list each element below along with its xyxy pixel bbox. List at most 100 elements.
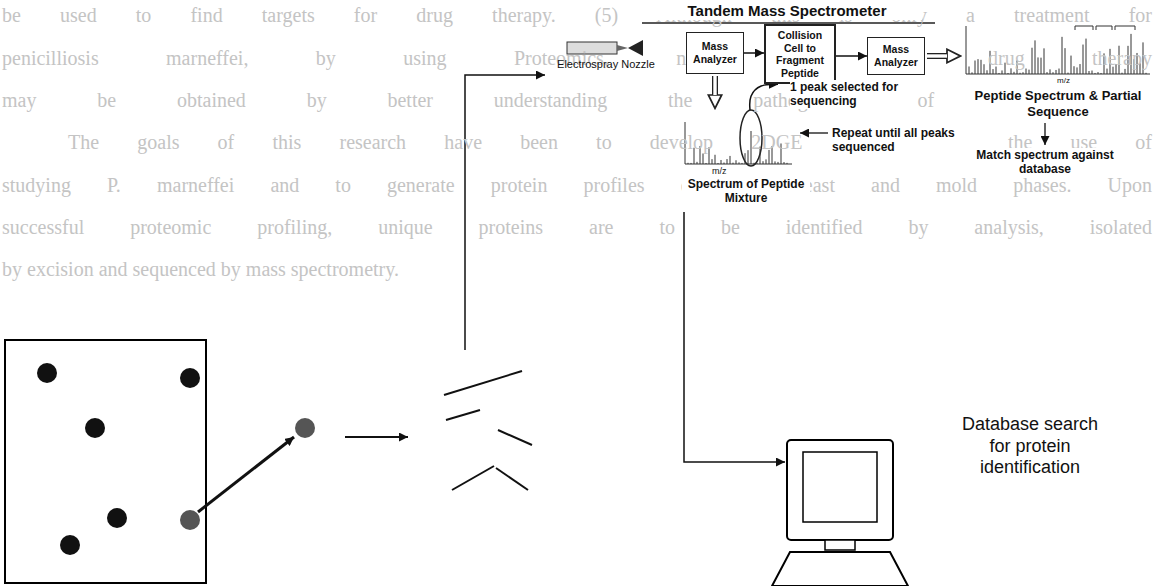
peak — [1089, 71, 1090, 74]
peak — [766, 159, 767, 164]
peak — [787, 163, 788, 164]
gel-spot — [107, 508, 127, 528]
axis-label: m/z — [1057, 76, 1070, 86]
peak — [724, 163, 725, 164]
peak — [1107, 69, 1108, 74]
step-note: Repeat until all peaks sequenced — [832, 126, 972, 155]
sequence-brackets — [1075, 26, 1135, 30]
spectrum-axis — [966, 74, 1150, 75]
peak — [784, 162, 785, 164]
figure-node: Electrospray Nozzle — [550, 58, 662, 76]
peak — [1008, 73, 1009, 74]
group-title: Tandem Mass Spectrometer — [652, 2, 922, 20]
computer-keyboard — [772, 552, 908, 586]
sample-path — [465, 75, 545, 350]
gel-spot — [37, 363, 57, 383]
peak — [987, 70, 988, 74]
peak — [1098, 72, 1099, 74]
peak — [1053, 72, 1054, 74]
process-box: Collision Cell to Fragment Peptide — [764, 24, 836, 84]
peak — [721, 160, 722, 164]
computer-monitor — [787, 440, 893, 540]
peak — [730, 156, 731, 164]
figure-node: m/zPeptide Spectrum & Partial Sequence — [962, 24, 1154, 124]
body-text: be used to find targets for drug therapy… — [2, 3, 1152, 27]
computer-stand — [825, 540, 855, 550]
peak — [775, 161, 776, 164]
peak — [1011, 68, 1012, 74]
peak — [742, 163, 743, 164]
computer-screen — [803, 452, 877, 522]
peak — [763, 161, 764, 164]
peak — [1023, 72, 1024, 74]
box-label: Mass Analyzer — [690, 40, 740, 65]
step-note: Match spectrum against database — [975, 148, 1115, 177]
peak — [745, 153, 746, 164]
fragment — [452, 466, 494, 490]
peak — [1056, 70, 1057, 74]
nozzle-label: Electrospray Nozzle — [550, 58, 662, 71]
peak — [691, 163, 692, 164]
axis-label: m/z — [712, 166, 727, 177]
peak — [736, 160, 737, 164]
peak — [972, 72, 973, 74]
gel-box — [5, 340, 206, 583]
peak — [1047, 72, 1048, 74]
peak — [754, 163, 755, 164]
figure-node: Database search for protein identificati… — [785, 410, 1110, 586]
peak — [1002, 70, 1003, 74]
peptide-fragments — [444, 371, 532, 490]
peak — [1026, 69, 1027, 74]
peak — [727, 159, 728, 164]
gel-spot — [180, 510, 200, 530]
peak — [697, 162, 698, 164]
box-label: Mass Analyzer — [871, 43, 921, 68]
connector-line — [684, 212, 785, 462]
peak — [999, 73, 1000, 74]
body-text: by excision and sequenced by mass spectr… — [2, 257, 602, 281]
peak — [757, 163, 758, 164]
peak — [1020, 73, 1021, 74]
box-label: Collision Cell to Fragment Peptide — [769, 29, 831, 79]
gel-spot — [180, 368, 200, 388]
peak — [1146, 73, 1147, 74]
body-text: successful proteomic profiling, unique p… — [2, 215, 1152, 239]
peak — [706, 163, 707, 164]
peak — [733, 163, 734, 164]
node-caption: Database search for protein identificati… — [955, 414, 1105, 479]
peak — [712, 159, 713, 164]
peak — [1092, 71, 1093, 74]
figure-caption: Spectrum of Peptide Mixture — [682, 177, 810, 206]
peak — [778, 162, 779, 164]
peak — [739, 162, 740, 164]
gel-spot — [85, 418, 105, 438]
peak — [993, 69, 994, 74]
edge-label: 1 peak selected for sequencing — [790, 80, 910, 109]
peak — [1029, 70, 1030, 74]
peak — [1101, 73, 1102, 74]
process-box: Mass Analyzer — [867, 37, 925, 75]
figure-node: m/zSpectrum of Peptide Mixture — [682, 110, 810, 212]
peak — [1095, 73, 1096, 74]
fragment — [496, 468, 528, 490]
connector — [684, 212, 785, 462]
peak — [703, 153, 704, 164]
gel-spot — [60, 535, 80, 555]
fragment — [446, 410, 480, 420]
digest-arrow — [345, 436, 408, 438]
excision-arrow — [198, 437, 294, 512]
peak — [715, 155, 716, 164]
process-box: Mass Analyzer — [686, 32, 744, 74]
excised-spot — [295, 418, 315, 438]
peak — [688, 163, 689, 164]
peak — [1059, 69, 1060, 74]
peak — [1068, 73, 1069, 74]
peak — [718, 163, 719, 164]
peak — [1122, 73, 1123, 74]
figure-caption: Peptide Spectrum & Partial Sequence — [962, 88, 1154, 119]
peak — [1125, 69, 1126, 74]
peak — [1050, 69, 1051, 74]
fragment — [444, 371, 522, 395]
peak — [1014, 72, 1015, 74]
